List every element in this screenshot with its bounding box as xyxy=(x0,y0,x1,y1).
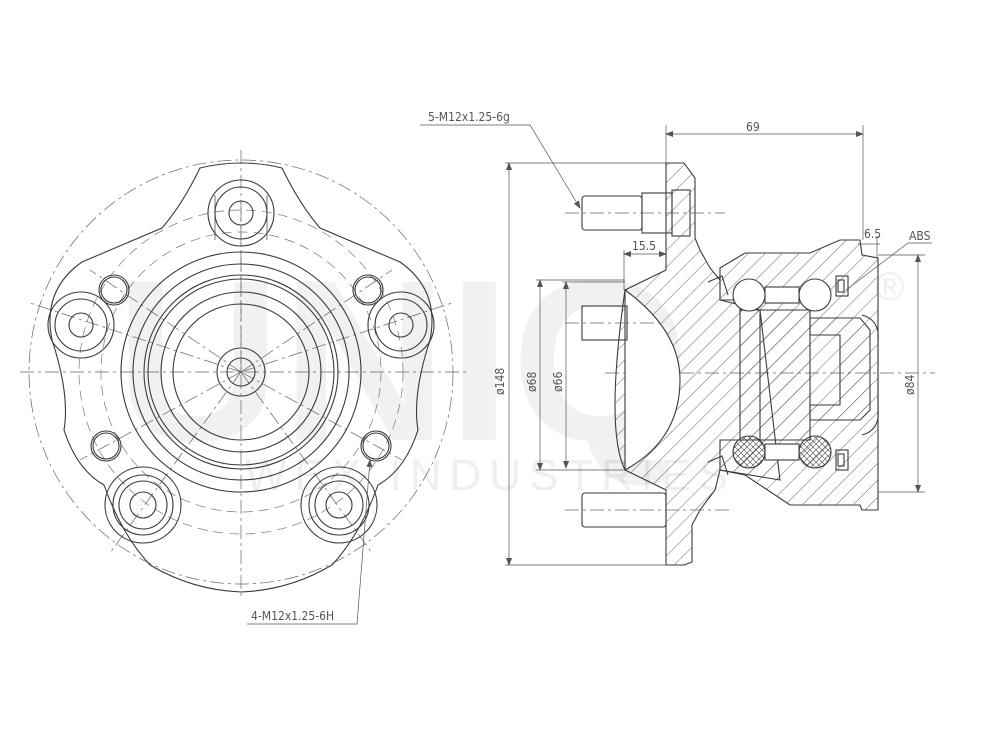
stud-middle xyxy=(565,305,660,341)
hole-thread-label: 4-M12x1.25-6H xyxy=(251,609,334,623)
dimension-bearing-od: ø84 xyxy=(903,375,917,395)
dimension-flange-offset: 15.5 xyxy=(632,239,656,253)
stud-top xyxy=(565,189,725,237)
dimension-pilot-diameter-2: ø66 xyxy=(551,372,565,392)
stud-bottom xyxy=(565,492,730,528)
front-view: 4-M12x1.25-6H xyxy=(20,150,470,625)
dimension-overall-length: 69 xyxy=(746,120,760,134)
abs-label: ABS xyxy=(909,229,931,243)
dimension-flange-diameter: ø148 xyxy=(493,368,507,395)
registered-mark: ® xyxy=(875,265,912,309)
section-view: 69 6.5 ABS 15.5 5-M12x1.25-6g ø148 ø68 ø… xyxy=(420,110,935,566)
stud-thread-label: 5-M12x1.25-6g xyxy=(428,110,510,124)
dimension-pilot-diameter-1: ø68 xyxy=(525,372,539,392)
dimension-abs-offset: 6.5 xyxy=(864,227,881,241)
